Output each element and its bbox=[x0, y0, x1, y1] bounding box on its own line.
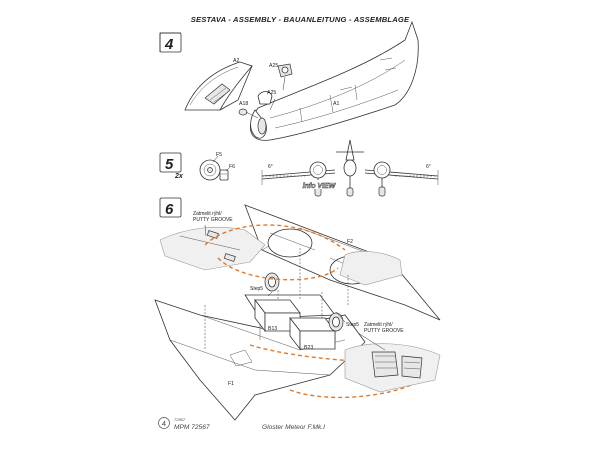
putty-left-line2: PUTTY GROOVE bbox=[193, 217, 233, 223]
dihedral-left: 6° bbox=[268, 164, 273, 170]
footer: 4 72567 MPM 72567 Gloster Meteor F.Mk.I bbox=[158, 417, 325, 431]
putty-inset-right bbox=[344, 343, 441, 393]
small-part-a25-mid bbox=[257, 91, 273, 105]
step-5-frame bbox=[159, 152, 182, 173]
step-6-frame bbox=[159, 197, 182, 218]
part-label-step5-right: Step5 bbox=[346, 322, 359, 328]
part-label-step5-left: Step5 bbox=[250, 286, 263, 292]
part-label-a2: A2 bbox=[233, 58, 239, 64]
step-4-group: 4 A2 A bbox=[159, 20, 419, 141]
part-label-b23: B23 bbox=[304, 345, 313, 351]
part-label-f1: F1 bbox=[228, 381, 234, 387]
canopy-part bbox=[184, 61, 253, 111]
part-label-f6: F6 bbox=[229, 164, 235, 170]
step-5-multiplier: 2x bbox=[174, 173, 184, 180]
part-label-f5: F5 bbox=[216, 152, 222, 158]
footer-brand: MPM 72567 bbox=[174, 424, 210, 431]
assembly-guide-lines bbox=[204, 248, 349, 350]
ghost-wing-left bbox=[159, 226, 266, 271]
step-4-leaders bbox=[245, 76, 286, 119]
footer-model: Gloster Meteor F.Mk.I bbox=[262, 424, 325, 431]
front-view-drawing bbox=[261, 139, 439, 197]
wheel-step5-right bbox=[328, 312, 344, 332]
putty-left-line1: Zatmelit rýhl/ bbox=[193, 211, 222, 217]
small-part-a18 bbox=[238, 108, 248, 116]
step-6-number: 6 bbox=[165, 201, 174, 218]
putty-right-line2: PUTTY GROOVE bbox=[364, 328, 404, 334]
page-number: 4 bbox=[162, 419, 166, 428]
part-label-f2: F2 bbox=[347, 239, 353, 245]
ghost-wing-right bbox=[339, 251, 403, 286]
page-number-circle bbox=[158, 417, 170, 429]
part-label-a25-top: A25 bbox=[269, 63, 278, 69]
small-part-a25-top bbox=[277, 63, 293, 78]
page-number-suffix: 72567 bbox=[174, 417, 186, 422]
step-4-frame-corner bbox=[159, 32, 181, 52]
wheel-part-f6 bbox=[219, 169, 229, 181]
step-6-leaders bbox=[204, 224, 386, 351]
part-label-b13: B13 bbox=[268, 326, 277, 332]
putty-right-line1: Zatmelit rýhl/ bbox=[364, 322, 393, 328]
orange-arrow-4 bbox=[289, 379, 421, 399]
wheel-step5-left bbox=[264, 272, 280, 292]
step-5-number: 5 bbox=[165, 156, 174, 173]
step-5-group: 5 2x F5 F6 bbox=[159, 139, 439, 197]
dihedral-right: 6° bbox=[426, 164, 431, 170]
wheel-part-f5 bbox=[199, 159, 221, 181]
wheelwell-b23 bbox=[289, 316, 336, 351]
info-view-bg bbox=[300, 180, 338, 189]
part-label-a25-mid: A25 bbox=[267, 90, 276, 96]
part-label-a18: A18 bbox=[239, 101, 248, 107]
step-6-group: 6 bbox=[154, 197, 441, 421]
step-5-leaders bbox=[212, 155, 230, 172]
fuselage-drawing bbox=[249, 20, 419, 141]
info-view-logo: info VIEW bbox=[303, 183, 337, 190]
sheet-title: SESTAVA - ASSEMBLY - BAUANLEITUNG - ASSE… bbox=[191, 15, 410, 24]
step-4-number: 4 bbox=[164, 36, 174, 53]
part-label-a1: A1 bbox=[333, 101, 339, 107]
orange-arrow-3 bbox=[249, 344, 391, 366]
